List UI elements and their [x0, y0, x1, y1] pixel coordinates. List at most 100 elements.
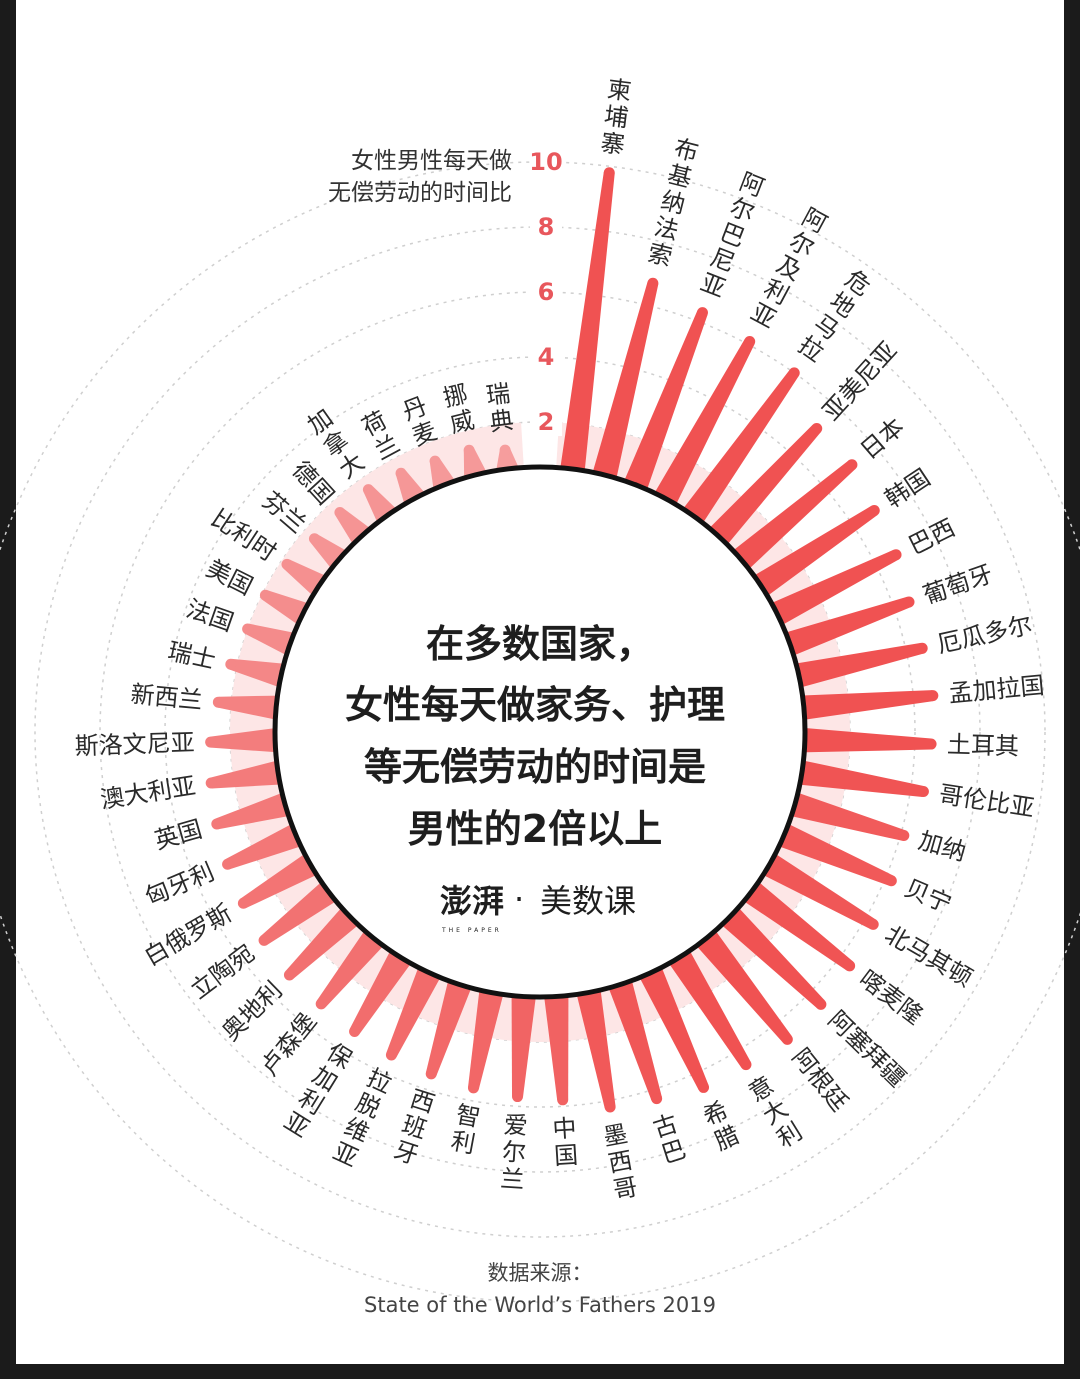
bar-29 — [349, 948, 413, 1037]
bar-tip — [258, 934, 270, 946]
tick-label-6: 6 — [538, 278, 555, 306]
logo-section: 美数课 — [540, 882, 636, 920]
bar-36 — [205, 759, 284, 789]
country-label: 巴西 — [904, 514, 959, 560]
country-label-text: 哥伦比亚 — [937, 780, 1036, 822]
bar-tip — [846, 459, 858, 471]
bar-tip — [205, 777, 217, 789]
country-label-char: 埔 — [602, 102, 629, 133]
bar-38 — [212, 695, 281, 721]
bar-6 — [730, 459, 858, 572]
bar-18 — [719, 905, 827, 1010]
bar-tip — [744, 335, 756, 347]
country-label: 斯洛文尼亚 — [74, 729, 195, 761]
country-label-char: 利 — [449, 1127, 478, 1159]
grid-circle-4 — [164, 356, 916, 1108]
bar-tip — [696, 307, 708, 319]
country-label: 英国 — [151, 815, 205, 855]
bar-wedge — [782, 596, 911, 657]
bar-20 — [667, 948, 752, 1071]
bar-tip — [222, 858, 234, 870]
bar-wedge — [793, 642, 924, 689]
bar-13 — [796, 759, 929, 798]
country-label: 西班牙 — [390, 1085, 438, 1170]
bar-wedge — [559, 172, 615, 474]
country-label-char: 瑞 — [485, 379, 512, 410]
country-label-char: 尔 — [501, 1138, 527, 1167]
bar-tip — [651, 1093, 663, 1105]
country-label-text: 芬兰 — [257, 486, 312, 538]
country-label: 墨西哥 — [601, 1120, 640, 1205]
bar-wedge — [240, 852, 320, 909]
bar-5 — [707, 422, 823, 547]
country-label: 瑞士 — [165, 637, 218, 675]
country-label: 喀麦隆 — [854, 964, 928, 1030]
country-label-text: 新西兰 — [129, 680, 203, 715]
bar-17 — [741, 879, 856, 972]
bar-tip — [925, 738, 937, 750]
bar-tip — [927, 690, 939, 702]
tick-label-10: 10 — [529, 148, 562, 176]
country-label: 哥伦比亚 — [937, 780, 1036, 822]
bar-tip — [242, 623, 254, 635]
bar-wedge — [681, 369, 799, 526]
country-label: 法国 — [183, 594, 238, 636]
country-label: 亚美尼亚 — [817, 336, 902, 426]
country-label: 芬兰 — [257, 486, 312, 538]
tick-label-4: 4 — [538, 343, 555, 371]
bar-wedge — [638, 964, 709, 1090]
bar-wedge — [468, 986, 505, 1089]
country-label-char: 西 — [606, 1146, 635, 1178]
bar-wedge — [285, 905, 361, 979]
bar-wedge — [210, 727, 279, 753]
country-label-char: 柬 — [606, 75, 633, 106]
bar-tip — [903, 596, 915, 608]
bar-14 — [788, 791, 910, 842]
bar-wedge — [730, 460, 856, 572]
bar-wedge — [719, 905, 825, 1009]
bar-wedge — [707, 424, 821, 547]
tick-bg — [530, 148, 562, 176]
bar-24 — [543, 992, 569, 1106]
country-label: 韩国 — [880, 463, 935, 513]
bar-wedge — [229, 658, 287, 689]
country-label-char: 智 — [454, 1100, 483, 1132]
tick-bg — [530, 343, 562, 371]
bar-tip — [212, 696, 224, 708]
country-label: 加纳 — [915, 826, 969, 866]
country-label: 古巴 — [650, 1109, 690, 1169]
country-label: 荷兰 — [357, 406, 404, 466]
country-label-text: 斯洛文尼亚 — [74, 729, 195, 761]
bar-16 — [760, 852, 879, 930]
bar-28 — [385, 964, 442, 1061]
bar-tip — [740, 1059, 752, 1071]
bar-37 — [205, 727, 279, 753]
bar-34 — [222, 822, 304, 870]
bar-10 — [793, 642, 928, 689]
country-label-char: 牙 — [390, 1136, 421, 1170]
country-label-text: 匈牙利 — [141, 858, 218, 912]
logo: 澎湃 · 美数课 THE PAPER — [440, 880, 636, 934]
bar-wedge — [796, 759, 925, 797]
bar-wedge — [623, 310, 708, 493]
center-title-line4: 男性的2倍以上 — [408, 807, 662, 851]
bar-tip — [890, 549, 902, 561]
country-label-char: 中 — [552, 1114, 578, 1143]
bar-tip — [647, 277, 659, 289]
bar-tip — [205, 736, 217, 748]
bar-wedge — [801, 727, 932, 753]
center-title-line2: 女性每天做家务、护理 — [345, 683, 725, 727]
bar-wedge — [799, 690, 934, 721]
country-label-text: 厄瓜多尔 — [935, 611, 1035, 659]
country-label-text: 澳大利亚 — [98, 772, 197, 814]
bar-32 — [258, 879, 339, 946]
bar-tip — [844, 960, 856, 972]
bar-wedge — [386, 964, 442, 1058]
bar-tip — [811, 422, 823, 434]
country-label-text: 孟加拉国 — [947, 671, 1045, 708]
country-label-text: 巴西 — [904, 514, 959, 560]
